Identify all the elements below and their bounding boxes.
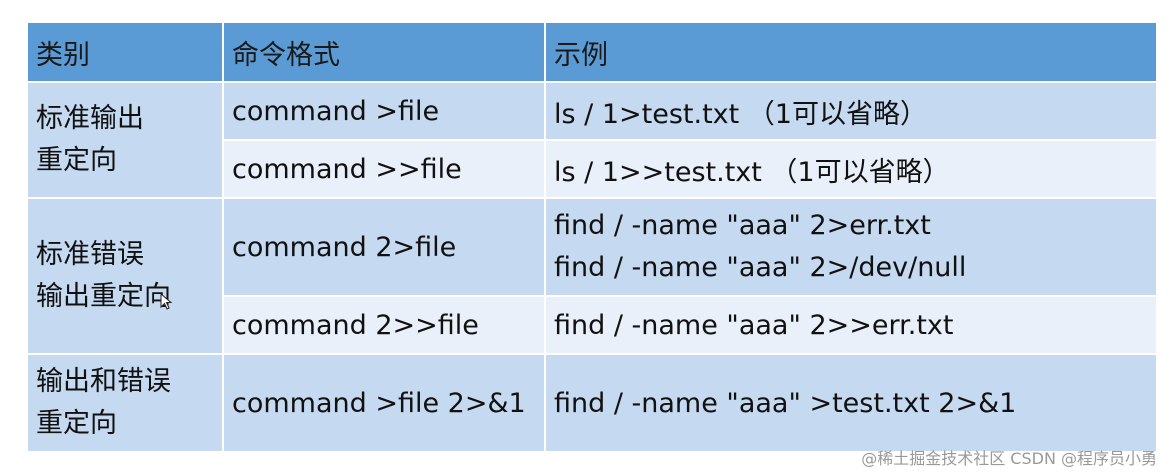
header-example: 示例 [544,21,1158,83]
example-cell: ls / 1>>test.txt （1可以省略） [544,139,1158,199]
category-stderr-line1: 标准错误 [36,239,144,270]
table-row: 标准错误 输出重定向 command 2>file find / -name "… [26,197,1158,355]
category-stdout-line1: 标准输出 [36,103,144,134]
table-row: 输出和错误 重定向 command >file 2>&1 find / -nam… [26,353,1158,453]
command-cell: command >file [222,81,546,141]
category-both: 输出和错误 重定向 [26,353,224,453]
table-header-row: 类别 命令格式 示例 [26,21,1158,83]
example-cell: find / -name "aaa" 2>err.txt find / -nam… [544,197,1158,297]
header-command-format: 命令格式 [222,21,546,83]
command-cell: command >file 2>&1 [222,353,546,453]
watermark-text: @稀土掘金技术社区 CSDN @程序员小勇 [861,449,1157,468]
example-line: find / -name "aaa" 2>err.txt [554,210,931,241]
category-stderr: 标准错误 输出重定向 [26,197,224,355]
redirection-table: 类别 命令格式 示例 标准输出 重定向 command >file ls / 1… [26,21,1158,453]
category-both-line2: 重定向 [36,408,117,439]
category-both-line1: 输出和错误 [36,366,171,397]
category-stderr-line2: 输出重定向 [36,281,171,312]
example-cell: find / -name "aaa" 2>>err.txt [544,295,1158,355]
category-stdout: 标准输出 重定向 [26,81,224,199]
command-cell: command >>file [222,139,546,199]
mouse-pointer-icon [160,293,173,310]
example-line: find / -name "aaa" 2>/dev/null [554,252,967,283]
table-row: command 2>>file find / -name "aaa" 2>>er… [27,295,1158,355]
category-stdout-line2: 重定向 [36,145,117,176]
header-category: 类别 [26,21,224,83]
table-row: command >>file ls / 1>>test.txt （1可以省略） [27,139,1158,199]
example-cell: ls / 1>test.txt （1可以省略） [544,81,1158,141]
command-cell: command 2>>file [222,295,546,355]
command-cell: command 2>file [222,197,546,297]
table-row: 标准输出 重定向 command >file ls / 1>test.txt （… [26,81,1158,199]
example-cell: find / -name "aaa" >test.txt 2>&1 [544,353,1158,453]
